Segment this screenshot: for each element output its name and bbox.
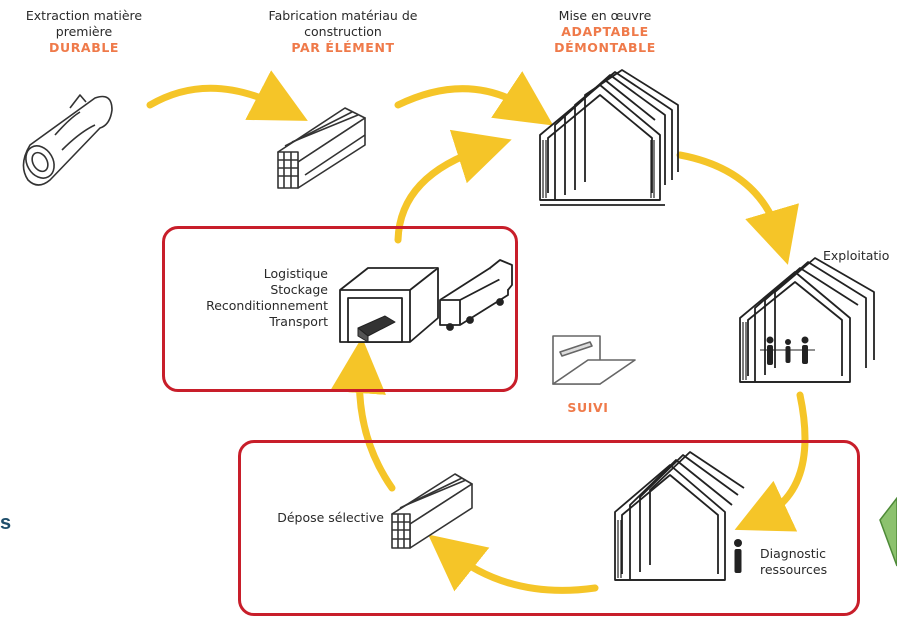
diagnostic-label: Diagnostic ressources <box>760 546 827 578</box>
depose-label: Dépose sélective <box>277 510 384 525</box>
mise-en-oeuvre-label: Mise en œuvre ADAPTABLE DÉMONTABLE <box>530 8 680 56</box>
logistique-highlight-box <box>162 226 518 392</box>
mise-line1: Mise en œuvre <box>558 8 652 23</box>
log-icon <box>22 94 113 186</box>
arrow-extraction-to-fabrication <box>146 70 308 121</box>
logistique-label: Logistique Stockage Reconditionnement Tr… <box>168 266 328 330</box>
side-fragment-text: s <box>0 512 12 534</box>
fabrication-line1: Fabrication matériau de <box>268 8 418 23</box>
arrow-logistique-to-mise <box>394 129 512 244</box>
green-arrow-shape <box>879 496 897 567</box>
exploitation-label: Exploitatio <box>823 248 890 263</box>
warehouse-truck-icon <box>339 259 513 343</box>
house-occupied-icon <box>739 257 875 383</box>
extraction-line1: Extraction matière <box>25 8 143 23</box>
diagnostic-line2: ressources <box>760 562 828 577</box>
extraction-accent: DURABLE <box>48 40 120 55</box>
arrow-exploitation-to-diagnostic <box>734 391 809 532</box>
mise-accent2: DÉMONTABLE <box>554 40 656 55</box>
mise-accent1: ADAPTABLE <box>561 24 649 39</box>
arrow-fabrication-to-mise <box>394 71 554 126</box>
logistique-line2: Stockage <box>270 282 328 297</box>
arrow-depose-to-logistique <box>330 337 396 492</box>
depose-diagnostic-highlight-box <box>238 440 860 616</box>
logistique-line3: Reconditionnement <box>206 298 328 313</box>
arrow-mise-to-exploitation <box>676 151 799 265</box>
diagnostic-line1: Diagnostic <box>760 546 827 561</box>
extraction-label: Extraction matière première DURABLE <box>14 8 154 56</box>
laptop-monitoring-icon <box>552 335 636 385</box>
logistique-line1: Logistique <box>263 266 328 281</box>
extraction-line2: première <box>55 24 113 39</box>
fabrication-line2: construction <box>304 24 382 39</box>
fabrication-label: Fabrication matériau de construction PAR… <box>248 8 438 56</box>
fabrication-accent: PAR ÉLÉMENT <box>291 40 395 55</box>
suivi-label: SUIVI <box>567 400 609 415</box>
house-frame-icon <box>539 69 679 206</box>
stacked-beams-icon <box>391 473 473 549</box>
lumber-stack-icon <box>277 107 366 189</box>
logistique-line4: Transport <box>269 314 328 329</box>
house-diagnostic-icon <box>614 451 745 581</box>
arrow-diagnostic-to-depose <box>428 534 599 594</box>
